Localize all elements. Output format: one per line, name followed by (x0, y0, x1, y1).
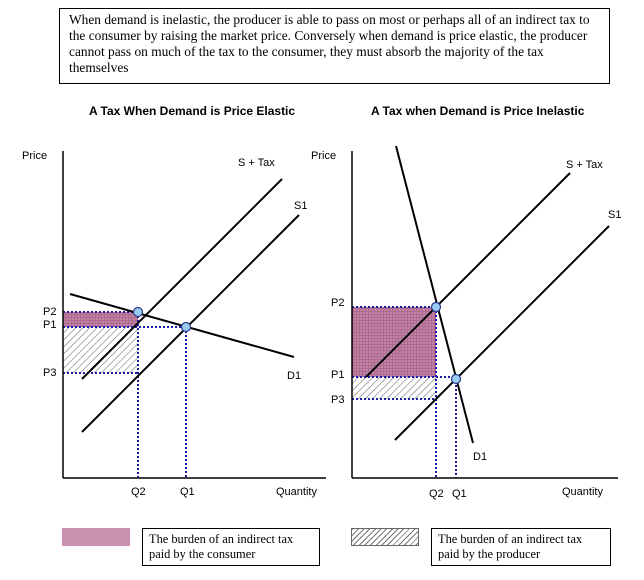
right-q2-label: Q2 (429, 488, 444, 500)
right-q1-label: Q1 (452, 488, 467, 500)
left-quantity-axis-label: Quantity (276, 486, 317, 498)
left-consumer-burden-area (63, 312, 138, 327)
left-chart: Price Quantity S + Tax S1 D1 P2 P1 P3 Q2… (22, 150, 326, 498)
right-consumer-burden-area (352, 307, 436, 377)
legend-producer-text: The burden of an indirect tax paid by th… (438, 532, 583, 561)
left-p2-label: P2 (43, 306, 56, 318)
legend-consumer-swatch (62, 528, 130, 546)
right-s-tax-label: S + Tax (566, 159, 603, 171)
left-s-tax-label: S + Tax (238, 157, 275, 169)
left-equilibrium-original (180, 321, 192, 333)
right-producer-burden-area (352, 377, 436, 399)
left-s1-label: S1 (294, 200, 307, 212)
left-supply-tax-curve (81, 178, 283, 380)
intro-text: When demand is inelastic, the producer i… (69, 12, 590, 75)
right-chart: Price Quantity S + Tax S1 D1 P2 P1 P3 Q2… (311, 145, 621, 500)
right-quantity-axis-label: Quantity (562, 486, 603, 498)
left-p3-label: P3 (43, 367, 56, 379)
right-equilibrium-original (450, 373, 462, 385)
right-chart-title: A Tax when Demand is Price Inelastic (371, 104, 585, 118)
left-d1-label: D1 (287, 370, 301, 382)
left-chart-title: A Tax When Demand is Price Elastic (89, 104, 296, 118)
legend-producer-swatch (351, 528, 419, 546)
right-s1-label: S1 (608, 209, 621, 221)
right-d1-label: D1 (473, 451, 487, 463)
right-p1-label: P1 (331, 369, 344, 381)
left-p1-label: P1 (43, 319, 56, 331)
right-equilibrium-new (430, 301, 442, 313)
right-supply-curve (394, 225, 610, 441)
legend-consumer-label: The burden of an indirect tax paid by th… (142, 528, 320, 566)
right-supply-tax-curve (365, 172, 571, 378)
right-p2-label: P2 (331, 297, 344, 309)
legend-producer-label: The burden of an indirect tax paid by th… (431, 528, 611, 566)
legend-consumer-text: The burden of an indirect tax paid by th… (149, 532, 294, 561)
right-price-axis-label: Price (311, 150, 336, 162)
right-p3-label: P3 (331, 394, 344, 406)
left-q2-label: Q2 (131, 486, 146, 498)
left-supply-curve (81, 214, 300, 433)
left-price-axis-label: Price (22, 150, 47, 162)
left-equilibrium-new (132, 306, 144, 318)
left-q1-label: Q1 (180, 486, 195, 498)
right-demand-curve (395, 145, 474, 444)
intro-text-box: When demand is inelastic, the producer i… (59, 8, 610, 84)
